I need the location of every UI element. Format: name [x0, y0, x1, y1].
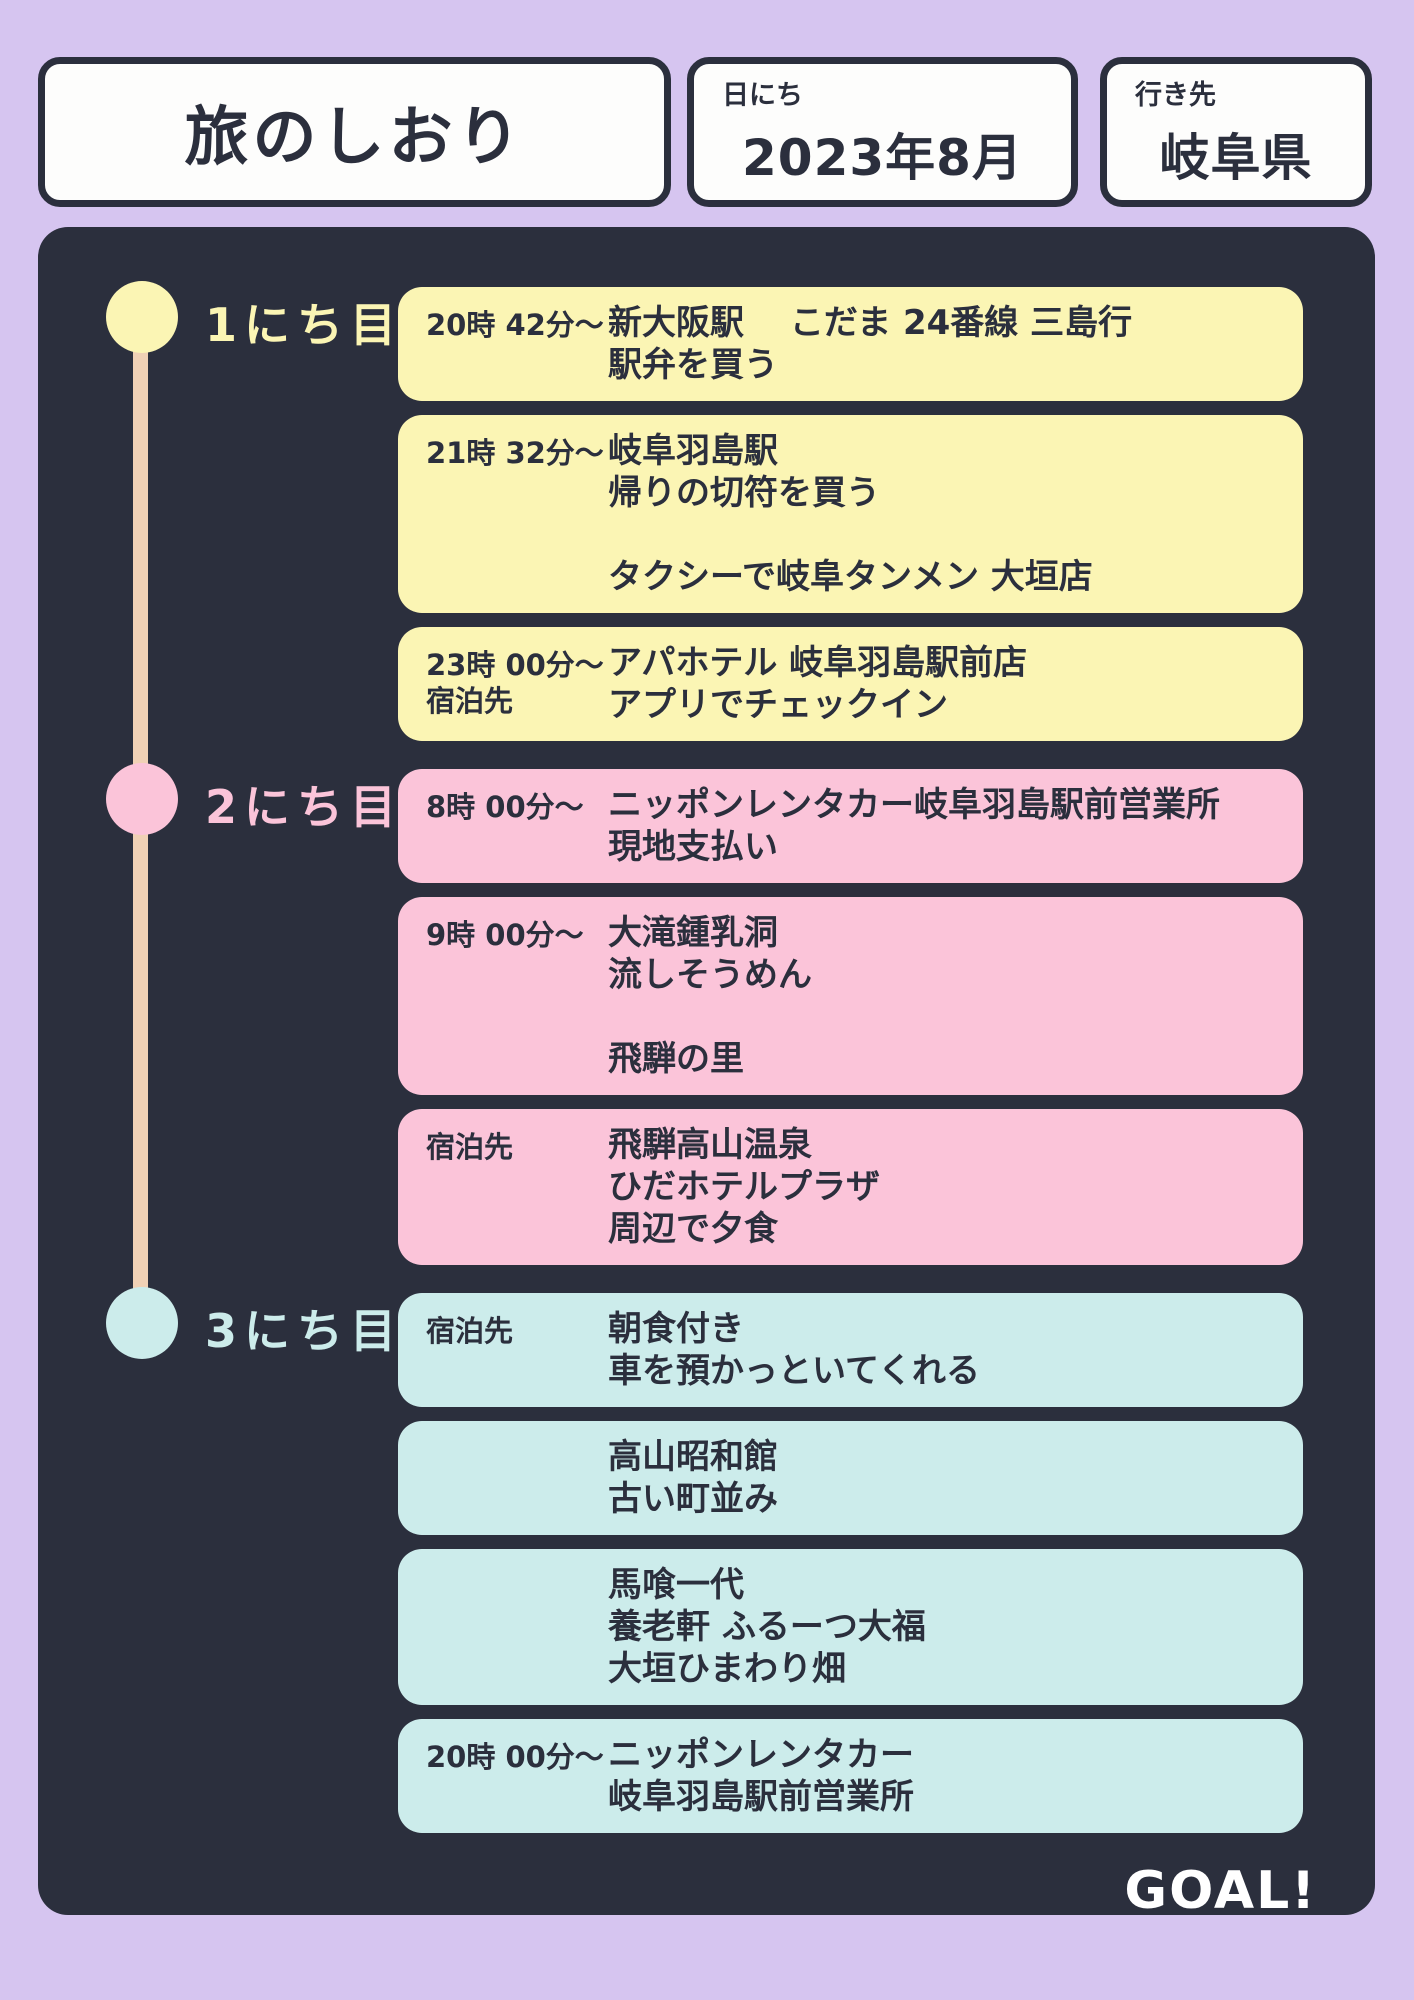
card-content: 馬喰一代養老軒 ふるーつ大福大垣ひまわり畑 [608, 1564, 926, 1690]
card-content-line [608, 996, 812, 1038]
date-box: 日にち 2023年8月 [687, 57, 1078, 207]
day-cards: 宿泊先朝食付き車を預かっといてくれる高山昭和館古い町並み馬喰一代養老軒 ふるーつ… [398, 1293, 1303, 1833]
page-title: 旅のしおり [184, 101, 525, 175]
card-content: 新大阪駅 こだま 24番線 三島行駅弁を買う [608, 302, 1132, 386]
card-content-line: アプリでチェックイン [608, 685, 948, 725]
day-marker-circle [106, 763, 178, 835]
card-content-line: アパホテル 岐阜羽島駅前店 [608, 643, 1028, 683]
card-content-line: 養老軒 ふるーつ大福 [608, 1607, 926, 1647]
card-content-line: 新大阪駅 こだま 24番線 三島行 [608, 303, 1133, 343]
day-cards: 20時 42分〜新大阪駅 こだま 24番線 三島行駅弁を買う 21時 32分〜岐阜… [398, 287, 1303, 741]
card-content-line: 岐阜羽島駅 [608, 431, 778, 471]
card-time-label: 9時 00分〜 [426, 918, 584, 952]
day-cards: 8時 00分〜ニッポンレンタカー岐阜羽島駅前営業所現地支払い 9時 00分〜大滝鍾… [398, 769, 1303, 1265]
card-content-line: 周辺で夕食 [608, 1209, 778, 1249]
card-content-line: 飛騨高山温泉 [608, 1125, 812, 1165]
card-content-line: 大滝鍾乳洞 [608, 913, 778, 953]
card-time-label: 宿泊先 [426, 1130, 514, 1164]
day-side-3: 3にち目 [38, 1287, 398, 1833]
itinerary-card: 馬喰一代養老軒 ふるーつ大福大垣ひまわり畑 [398, 1549, 1303, 1705]
day-label: 1にち目 [205, 298, 404, 352]
date-label: 日にち [722, 80, 803, 111]
card-time-label: 8時 00分〜 [426, 790, 584, 824]
card-content-line: 駅弁を買う [608, 345, 778, 385]
card-content: 朝食付き車を預かっといてくれる [608, 1308, 980, 1392]
itinerary-card: 21時 32分〜岐阜羽島駅帰りの切符を買う タクシーで岐阜タンメン 大垣店 [398, 415, 1303, 613]
day-marker-circle [106, 1287, 178, 1359]
card-content-line: ニッポンレンタカー岐阜羽島駅前営業所 [608, 785, 1220, 825]
card-content-line: 大垣ひまわり畑 [608, 1649, 846, 1689]
card-content-line: 馬喰一代 [608, 1565, 744, 1605]
card-time-label: 20時 00分〜 [426, 1740, 604, 1774]
itinerary-card: 8時 00分〜ニッポンレンタカー岐阜羽島駅前営業所現地支払い [398, 769, 1303, 883]
card-time-label [426, 1436, 608, 1520]
destination-value: 岐阜県 [1159, 129, 1313, 188]
day-side-1: 1にち目 [38, 281, 398, 741]
card-content-line: 現地支払い [608, 827, 778, 867]
card-content-line: 帰りの切符を買う [608, 473, 880, 513]
card-content-line: 流しそうめん [608, 955, 812, 995]
card-content-line: タクシーで岐阜タンメン 大垣店 [608, 557, 1093, 597]
card-time-label: 20時 42分〜 [426, 308, 604, 342]
card-content: ニッポンレンタカー岐阜羽島駅前営業所 [608, 1734, 914, 1818]
itinerary-card: 宿泊先 飛騨高山温泉ひだホテルプラザ周辺で夕食 [398, 1109, 1303, 1265]
card-time-label: 23時 00分〜宿泊先 [426, 648, 604, 718]
itinerary-card: 23時 00分〜宿泊先アパホテル 岐阜羽島駅前店アプリでチェックイン [398, 627, 1303, 741]
itinerary-card: 20時 42分〜新大阪駅 こだま 24番線 三島行駅弁を買う [398, 287, 1303, 401]
day-group-3: 3にち目宿泊先朝食付き車を預かっといてくれる高山昭和館古い町並み馬喰一代養老軒 … [38, 1287, 1375, 1833]
destination-box: 行き先 岐阜県 [1100, 57, 1372, 207]
card-content-line: ニッポンレンタカー [608, 1735, 914, 1775]
card-content-line: 古い町並み [608, 1479, 778, 1519]
goal-text: GOAL! [1124, 1861, 1317, 1915]
card-content: アパホテル 岐阜羽島駅前店アプリでチェックイン [608, 642, 1027, 726]
day-label: 2にち目 [205, 780, 404, 834]
itinerary-card: 20時 00分〜ニッポンレンタカー岐阜羽島駅前営業所 [398, 1719, 1303, 1833]
date-value: 2023年8月 [742, 129, 1023, 188]
card-content: 飛騨高山温泉ひだホテルプラザ周辺で夕食 [608, 1124, 880, 1250]
destination-label: 行き先 [1135, 80, 1216, 111]
day-label: 3にち目 [205, 1304, 404, 1358]
card-content: 高山昭和館古い町並み [608, 1436, 778, 1520]
card-content-line: ひだホテルプラザ [608, 1167, 880, 1207]
itinerary-card: 高山昭和館古い町並み [398, 1421, 1303, 1535]
day-side-2: 2にち目 [38, 763, 398, 1265]
trip-title-box: 旅のしおり [38, 57, 671, 207]
card-content-line: 車を預かっといてくれる [608, 1351, 980, 1391]
itinerary-card: 9時 00分〜大滝鍾乳洞流しそうめん 飛騨の里 [398, 897, 1303, 1095]
itinerary-card: 宿泊先 朝食付き車を預かっといてくれる [398, 1293, 1303, 1407]
day-marker-circle [106, 281, 178, 353]
card-content-line: 飛騨の里 [608, 1039, 744, 1079]
card-time-label [426, 1564, 608, 1690]
card-time-label: 宿泊先 [426, 1314, 514, 1348]
card-content: 大滝鍾乳洞流しそうめん 飛騨の里 [608, 912, 812, 1080]
card-content: 岐阜羽島駅帰りの切符を買う タクシーで岐阜タンメン 大垣店 [608, 430, 1093, 598]
card-time-label: 21時 32分〜 [426, 436, 604, 470]
card-content-line: 朝食付き [608, 1309, 744, 1349]
card-content-line: 岐阜羽島駅前営業所 [608, 1777, 914, 1817]
card-content-line: 高山昭和館 [608, 1437, 778, 1477]
card-content: ニッポンレンタカー岐阜羽島駅前営業所現地支払い [608, 784, 1220, 868]
card-content-line [608, 514, 1093, 556]
